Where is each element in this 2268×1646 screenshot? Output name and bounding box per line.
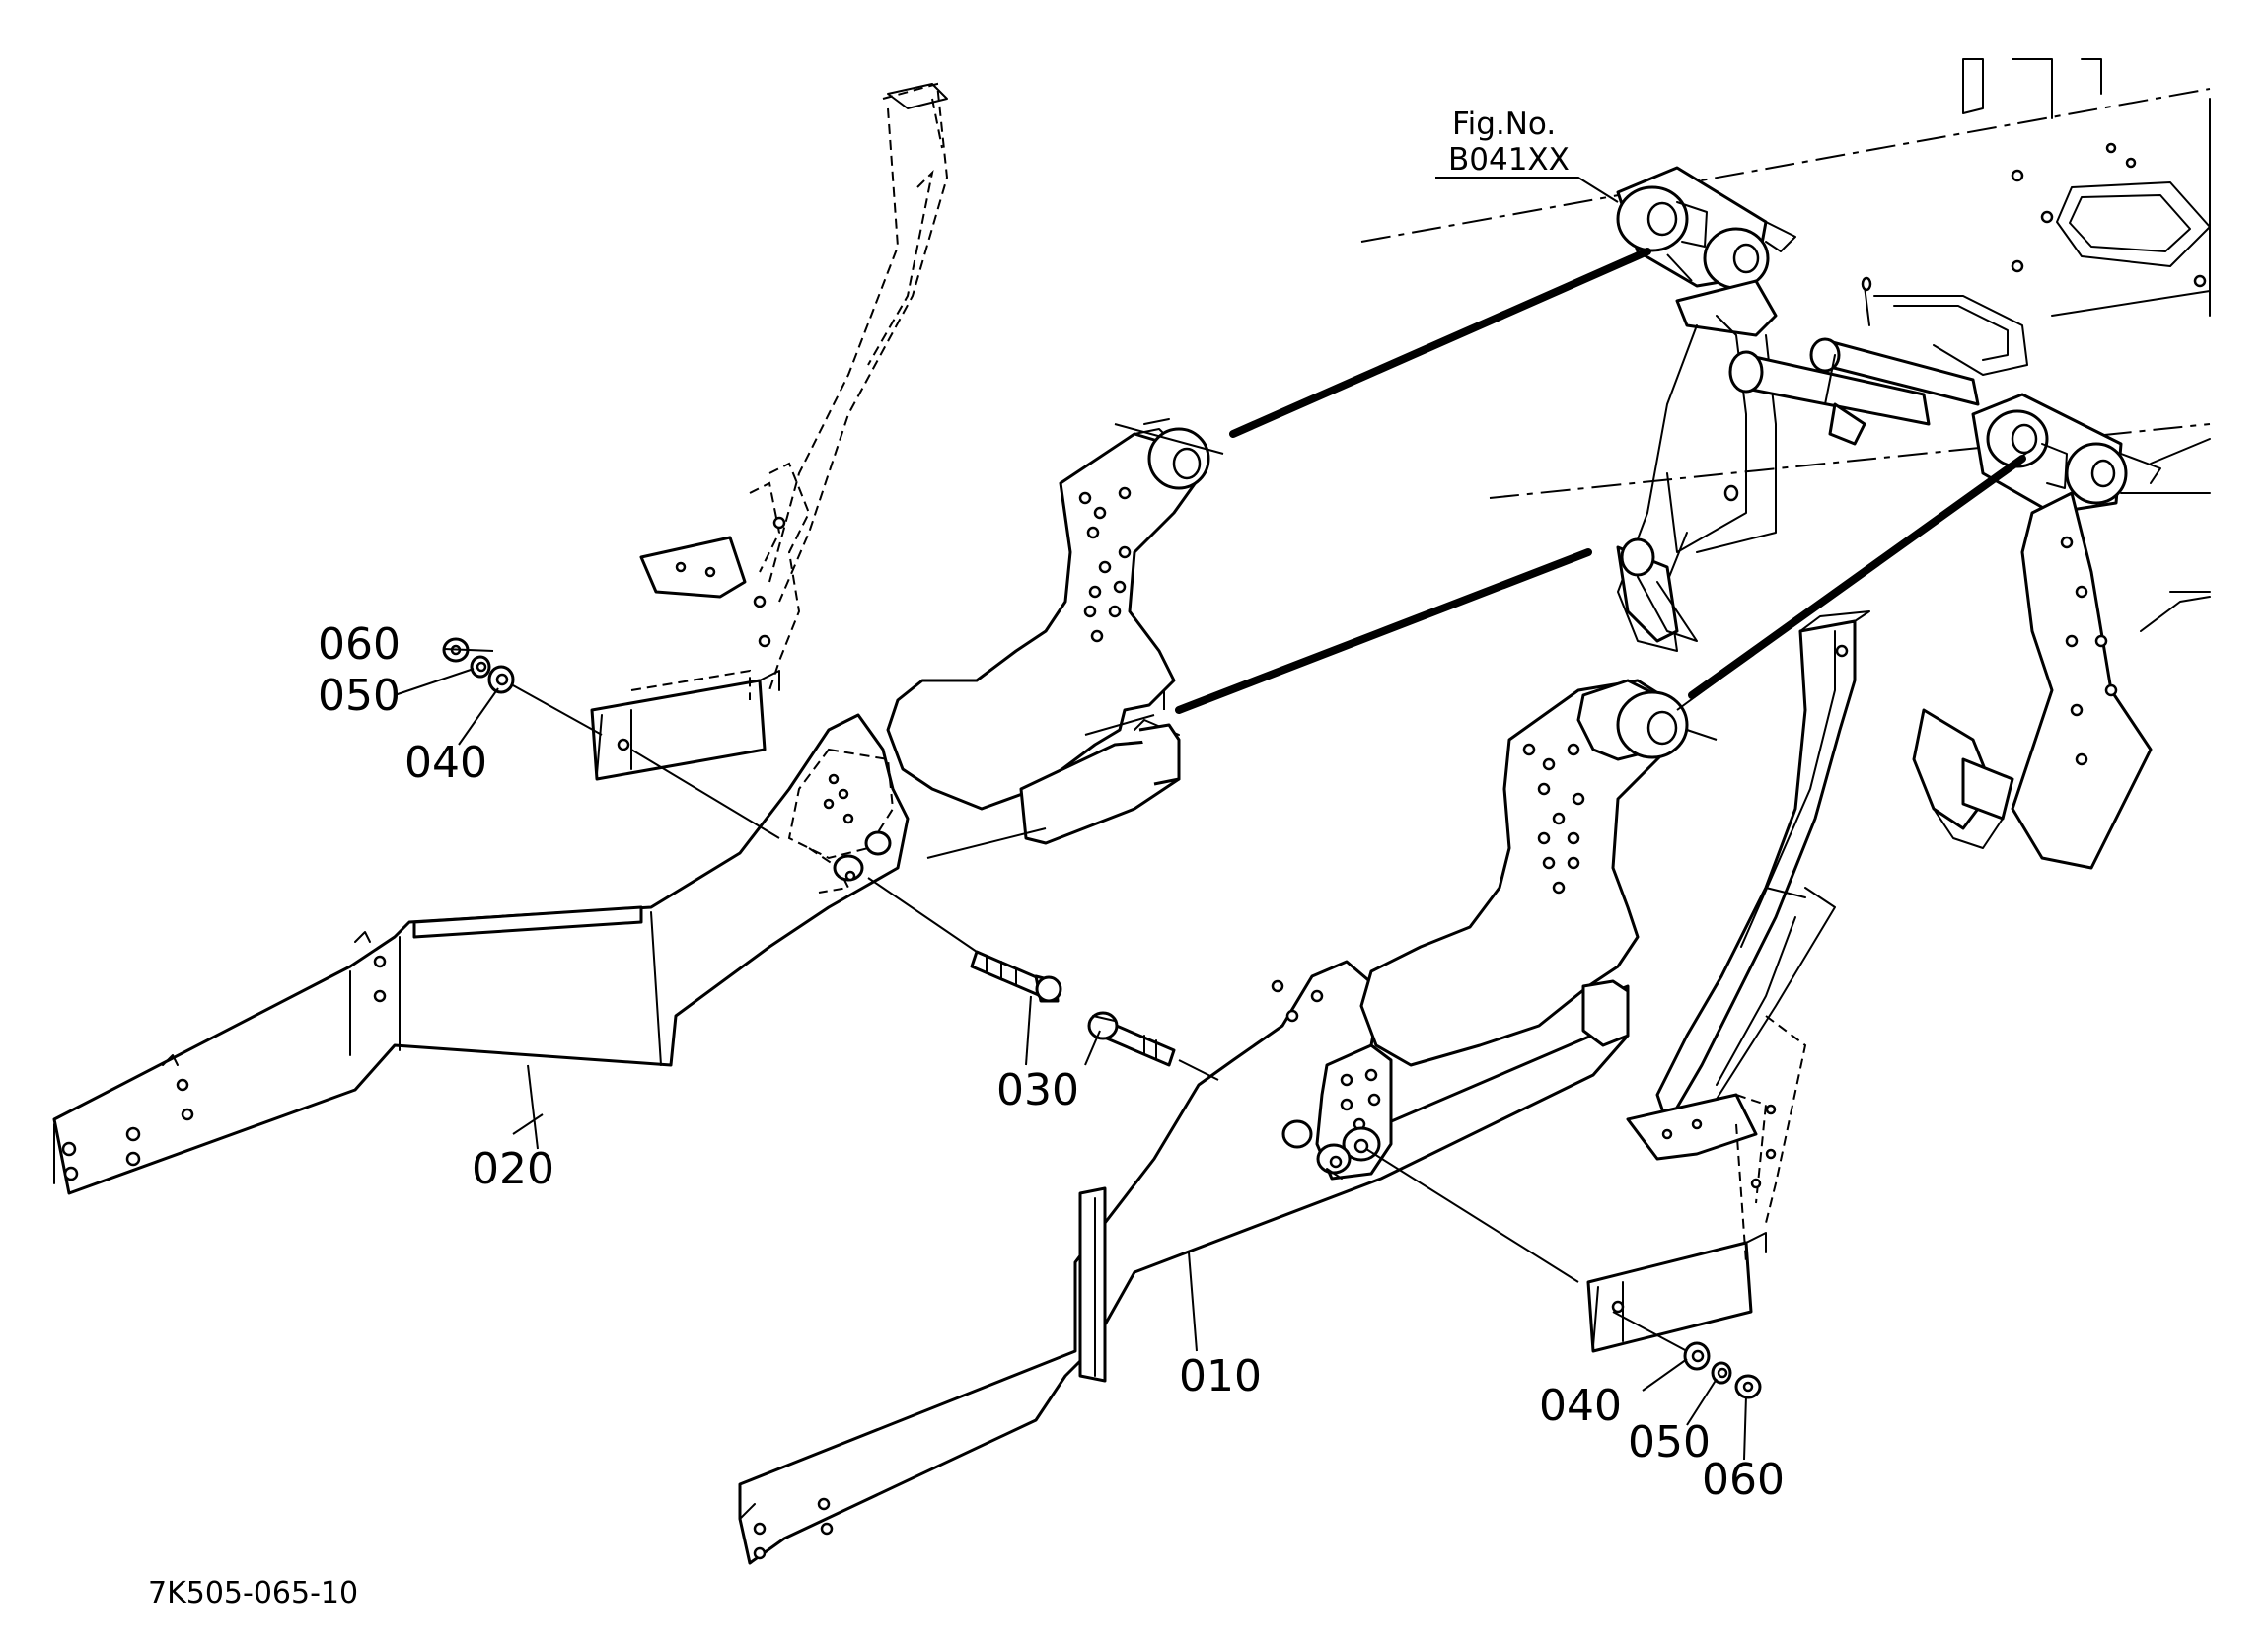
callout-050-right: 050 [1628,1417,1711,1467]
callout-labels: 060 050 040 020 030 010 040 050 060 Fig.… [148,107,1785,1610]
arm-plate-right [1359,679,1689,1067]
spring-washer-050-right [1711,1361,1732,1385]
washer-040-left [487,665,515,694]
figure-reference-number: B041XX [1448,142,1570,178]
mounting-bracket-010 [1281,1043,1393,1181]
nut-060-right [1734,1374,1762,1399]
spring-washer-050-left [470,655,491,679]
main-frame-chassis [1360,58,2211,499]
bolt-030-left [970,950,1062,1003]
side-frame-010 [738,960,1630,1565]
rear-bracket-upper [1616,166,1796,553]
callout-010: 010 [1179,1351,1262,1401]
rear-crossmember [1616,276,2028,652]
callout-060-right: 060 [1702,1455,1785,1505]
left-upright-post [590,82,949,781]
drawing-number: 7K505-065-10 [148,1576,358,1610]
callout-040-left: 040 [404,738,487,788]
callout-020: 020 [472,1144,554,1194]
bolt-030-right [1087,1011,1176,1067]
callout-030: 030 [996,1065,1079,1115]
callout-leaders [394,177,1747,1461]
callout-040-right: 040 [1539,1381,1622,1431]
washer-040-right [1683,1341,1711,1371]
side-frame-020 [52,713,910,1195]
callout-050-left: 050 [318,671,401,721]
rear-bracket-right [1912,393,2211,870]
callout-060-left: 060 [318,619,401,670]
assembly-lines [512,248,2033,1352]
figure-reference-label: Fig.No. [1452,107,1556,142]
right-upright-post [1586,610,1870,1353]
arm-plate-left [886,418,1210,845]
